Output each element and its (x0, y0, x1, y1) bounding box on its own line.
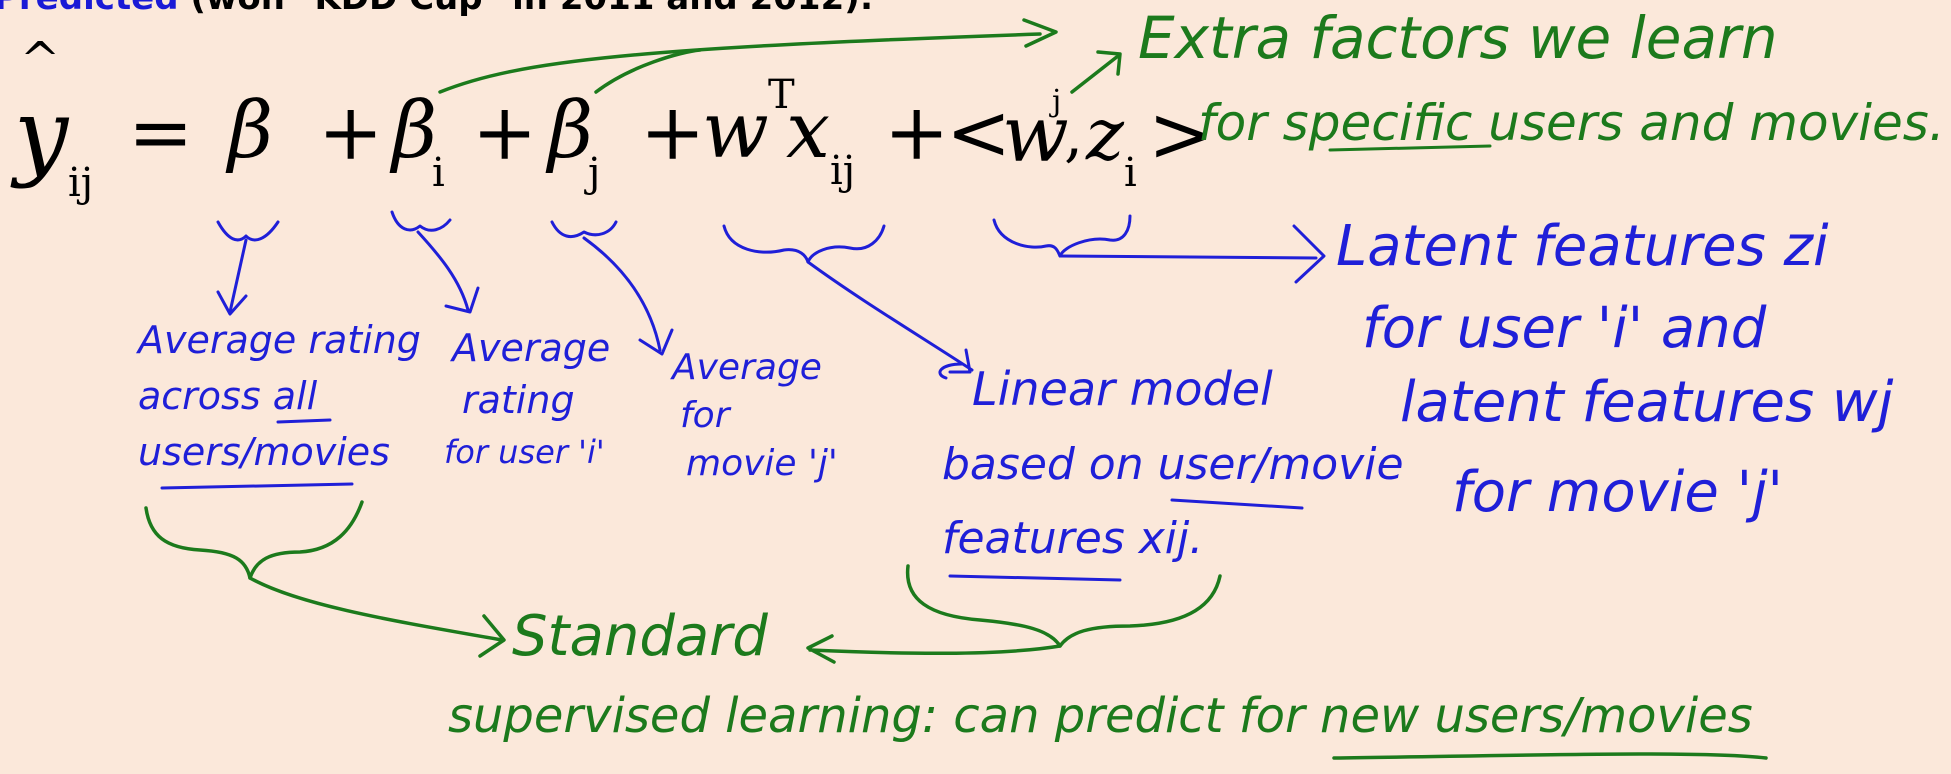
brace-beta-j (550, 220, 618, 239)
plus-2: + (472, 88, 538, 178)
underline-new-users (1332, 752, 1768, 760)
note-avg-user-line1: Average (452, 326, 611, 370)
beta-movie: β (548, 86, 594, 176)
note-avg-all-line3: users/movies (138, 430, 390, 474)
brace-beta-i (390, 210, 452, 232)
note-latent-line4: for movie 'j' (1452, 460, 1783, 525)
plus-3: + (640, 88, 706, 178)
note-standard-line1: Standard (512, 604, 768, 669)
note-linear-line2-pre: based on (942, 439, 1158, 490)
arrow-beta (216, 238, 248, 316)
note-latent-4: for movie 'j' (1452, 460, 1783, 526)
note-avg-user-line2: rating (462, 378, 575, 422)
underline-user-movie (1170, 498, 1304, 510)
green-arrowhead-top (1022, 18, 1058, 48)
note-latent-line3: latent features wj (1400, 370, 1894, 435)
note-avg-movie-line2: for (680, 395, 730, 436)
beta-user: β (392, 86, 438, 176)
arrow-standard-right (806, 634, 1062, 664)
note-linear-line3-post: xij. (1124, 513, 1204, 564)
equals-sign: = (128, 88, 194, 178)
note-linear-line3-features: features (942, 513, 1125, 564)
note-extra-line2-specific: specific (1282, 94, 1473, 152)
brace-linear (722, 224, 886, 264)
header-text: (won "KDD Cup" in 2011 and 2012): (179, 0, 873, 18)
note-latent-3: latent features wj (1400, 370, 1893, 436)
note-extra-factors: Extra factors we learn (1138, 4, 1778, 72)
green-arc-branch (594, 48, 702, 94)
plus-4: + (884, 88, 950, 178)
brace-standard-left (144, 500, 364, 580)
note-linear-line1: Linear model (972, 362, 1273, 416)
arrow-linear (806, 260, 974, 374)
note-standard-line2-pre: supervised learning: can predict for (448, 688, 1321, 744)
weight-w: w (702, 86, 769, 176)
comma: , (1064, 100, 1084, 170)
latent-w: w (1002, 90, 1069, 180)
latent-z-subscript: i (1124, 150, 1137, 196)
beta-global: β (228, 86, 274, 176)
green-arrow-small (1070, 50, 1122, 94)
note-latent-1: Latent features zi (1336, 214, 1829, 280)
note-avg-movie-line1: Average (672, 347, 822, 388)
note-linear: Linear model (972, 352, 1273, 426)
arrow-beta-j (582, 236, 674, 356)
arrow-latent (1058, 224, 1326, 284)
note-latent-line2: for user 'i' and (1362, 296, 1767, 361)
feature-x-subscript: ij (830, 148, 856, 194)
note-extra-line1: Extra factors we learn (1138, 4, 1778, 72)
latent-z: z (1086, 92, 1124, 176)
close-angle: > (1148, 90, 1214, 180)
note-standard-line2-new: new users/movies (1320, 688, 1753, 744)
note-avg-all-line1: Average rating (138, 318, 421, 362)
hat-symbol: ^ (20, 32, 61, 88)
note-avg-user-line3: for user 'i' (444, 433, 605, 471)
arrow-standard-left (248, 576, 506, 658)
brace-beta (216, 220, 280, 242)
beta-movie-subscript: j (588, 150, 601, 196)
note-latent-line1: Latent features zi (1336, 214, 1829, 279)
note-avg-all-line2-all: all (272, 374, 318, 418)
plus-1: + (318, 88, 384, 178)
green-arc-to-extra-factors (438, 32, 1042, 94)
note-avg-movie-line3: movie 'j' (686, 443, 838, 484)
feature-x: x (786, 86, 830, 176)
note-extra-line2-post: users and movies. (1472, 94, 1945, 152)
beta-user-subscript: i (432, 150, 445, 196)
header-caption: Predicted (won "KDD Cup" in 2011 and 201… (0, 0, 873, 18)
note-avg-user: Average rating for user 'i' (444, 322, 610, 478)
note-avg-movie: Average for movie 'j' (672, 344, 838, 488)
underline-all (276, 418, 332, 424)
open-angle: < (946, 88, 1012, 178)
blue-hook (938, 362, 964, 380)
arrow-beta-i (416, 230, 480, 314)
note-avg-all: Average rating across all users/movies (138, 312, 421, 480)
underline-features (948, 574, 1122, 582)
underline-specific (1328, 144, 1492, 152)
note-extra-line2-pre: for (1198, 94, 1283, 152)
note-standard-1: Standard (512, 604, 768, 670)
note-latent-2: for user 'i' and (1362, 296, 1766, 362)
note-extra-factors-2: for specific users and movies. (1198, 94, 1945, 153)
lhs-y: y (14, 78, 69, 190)
note-linear-2: based on user/movie features xij. (942, 428, 1404, 576)
header-name: Predicted (0, 0, 179, 18)
latent-w-superscript: j (1052, 84, 1062, 119)
brace-latent (992, 214, 1132, 258)
note-linear-line2-u: user/movie (1157, 439, 1404, 490)
note-standard-2: supervised learning: can predict for new… (448, 688, 1753, 745)
weight-transpose: T (768, 72, 795, 118)
lhs-subscript: ij (68, 160, 94, 206)
note-avg-all-line2-pre: across (138, 374, 273, 418)
underline-users-movies (160, 482, 354, 490)
